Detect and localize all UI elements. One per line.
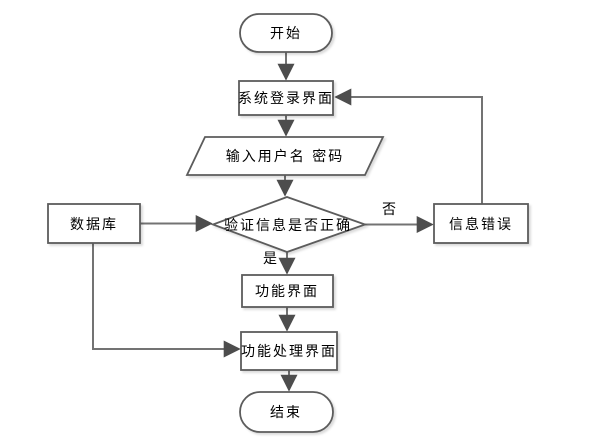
node-verify-decision: 验证信息是否正确 bbox=[210, 196, 368, 253]
edge-label-yes: 是 bbox=[263, 251, 277, 267]
function-ui-label: 功能界面 bbox=[255, 284, 319, 300]
start-terminator-shape bbox=[239, 13, 333, 53]
connectors bbox=[92, 52, 483, 392]
node-info-error: 信息错误 bbox=[433, 203, 529, 244]
node-function-ui: 功能界面 bbox=[241, 274, 334, 308]
start-label: 开始 bbox=[270, 26, 302, 42]
input-parallelogram-shape bbox=[185, 136, 385, 176]
node-input-credentials: 输入用户名 密码 bbox=[185, 136, 385, 176]
edge-label-no: 否 bbox=[382, 202, 396, 218]
function-process-ui-shape bbox=[240, 331, 338, 371]
input-credentials-label: 输入用户名 密码 bbox=[226, 148, 344, 165]
info-error-label: 信息错误 bbox=[449, 216, 513, 233]
verify-diamond-shape bbox=[210, 196, 368, 253]
end-terminator-shape bbox=[239, 391, 334, 433]
arrow-error-to-login-feedback bbox=[334, 88, 483, 204]
verify-label: 验证信息是否正确 bbox=[224, 217, 352, 234]
arrow-database-to-process bbox=[92, 243, 241, 358]
login-label: 系统登录界面 bbox=[238, 91, 334, 107]
node-function-process-ui: 功能处理界面 bbox=[240, 331, 338, 371]
function-ui-process-shape bbox=[241, 274, 334, 308]
database-label: 数据库 bbox=[70, 217, 118, 233]
database-process-shape bbox=[47, 203, 141, 244]
end-label: 结束 bbox=[270, 405, 302, 421]
function-process-ui-label: 功能处理界面 bbox=[241, 344, 337, 360]
node-end: 结束 bbox=[239, 391, 334, 433]
node-start: 开始 bbox=[239, 13, 333, 53]
login-process-shape bbox=[238, 80, 334, 116]
node-login: 系统登录界面 bbox=[238, 80, 334, 116]
info-error-process-shape bbox=[433, 203, 529, 244]
node-database: 数据库 bbox=[47, 203, 141, 244]
